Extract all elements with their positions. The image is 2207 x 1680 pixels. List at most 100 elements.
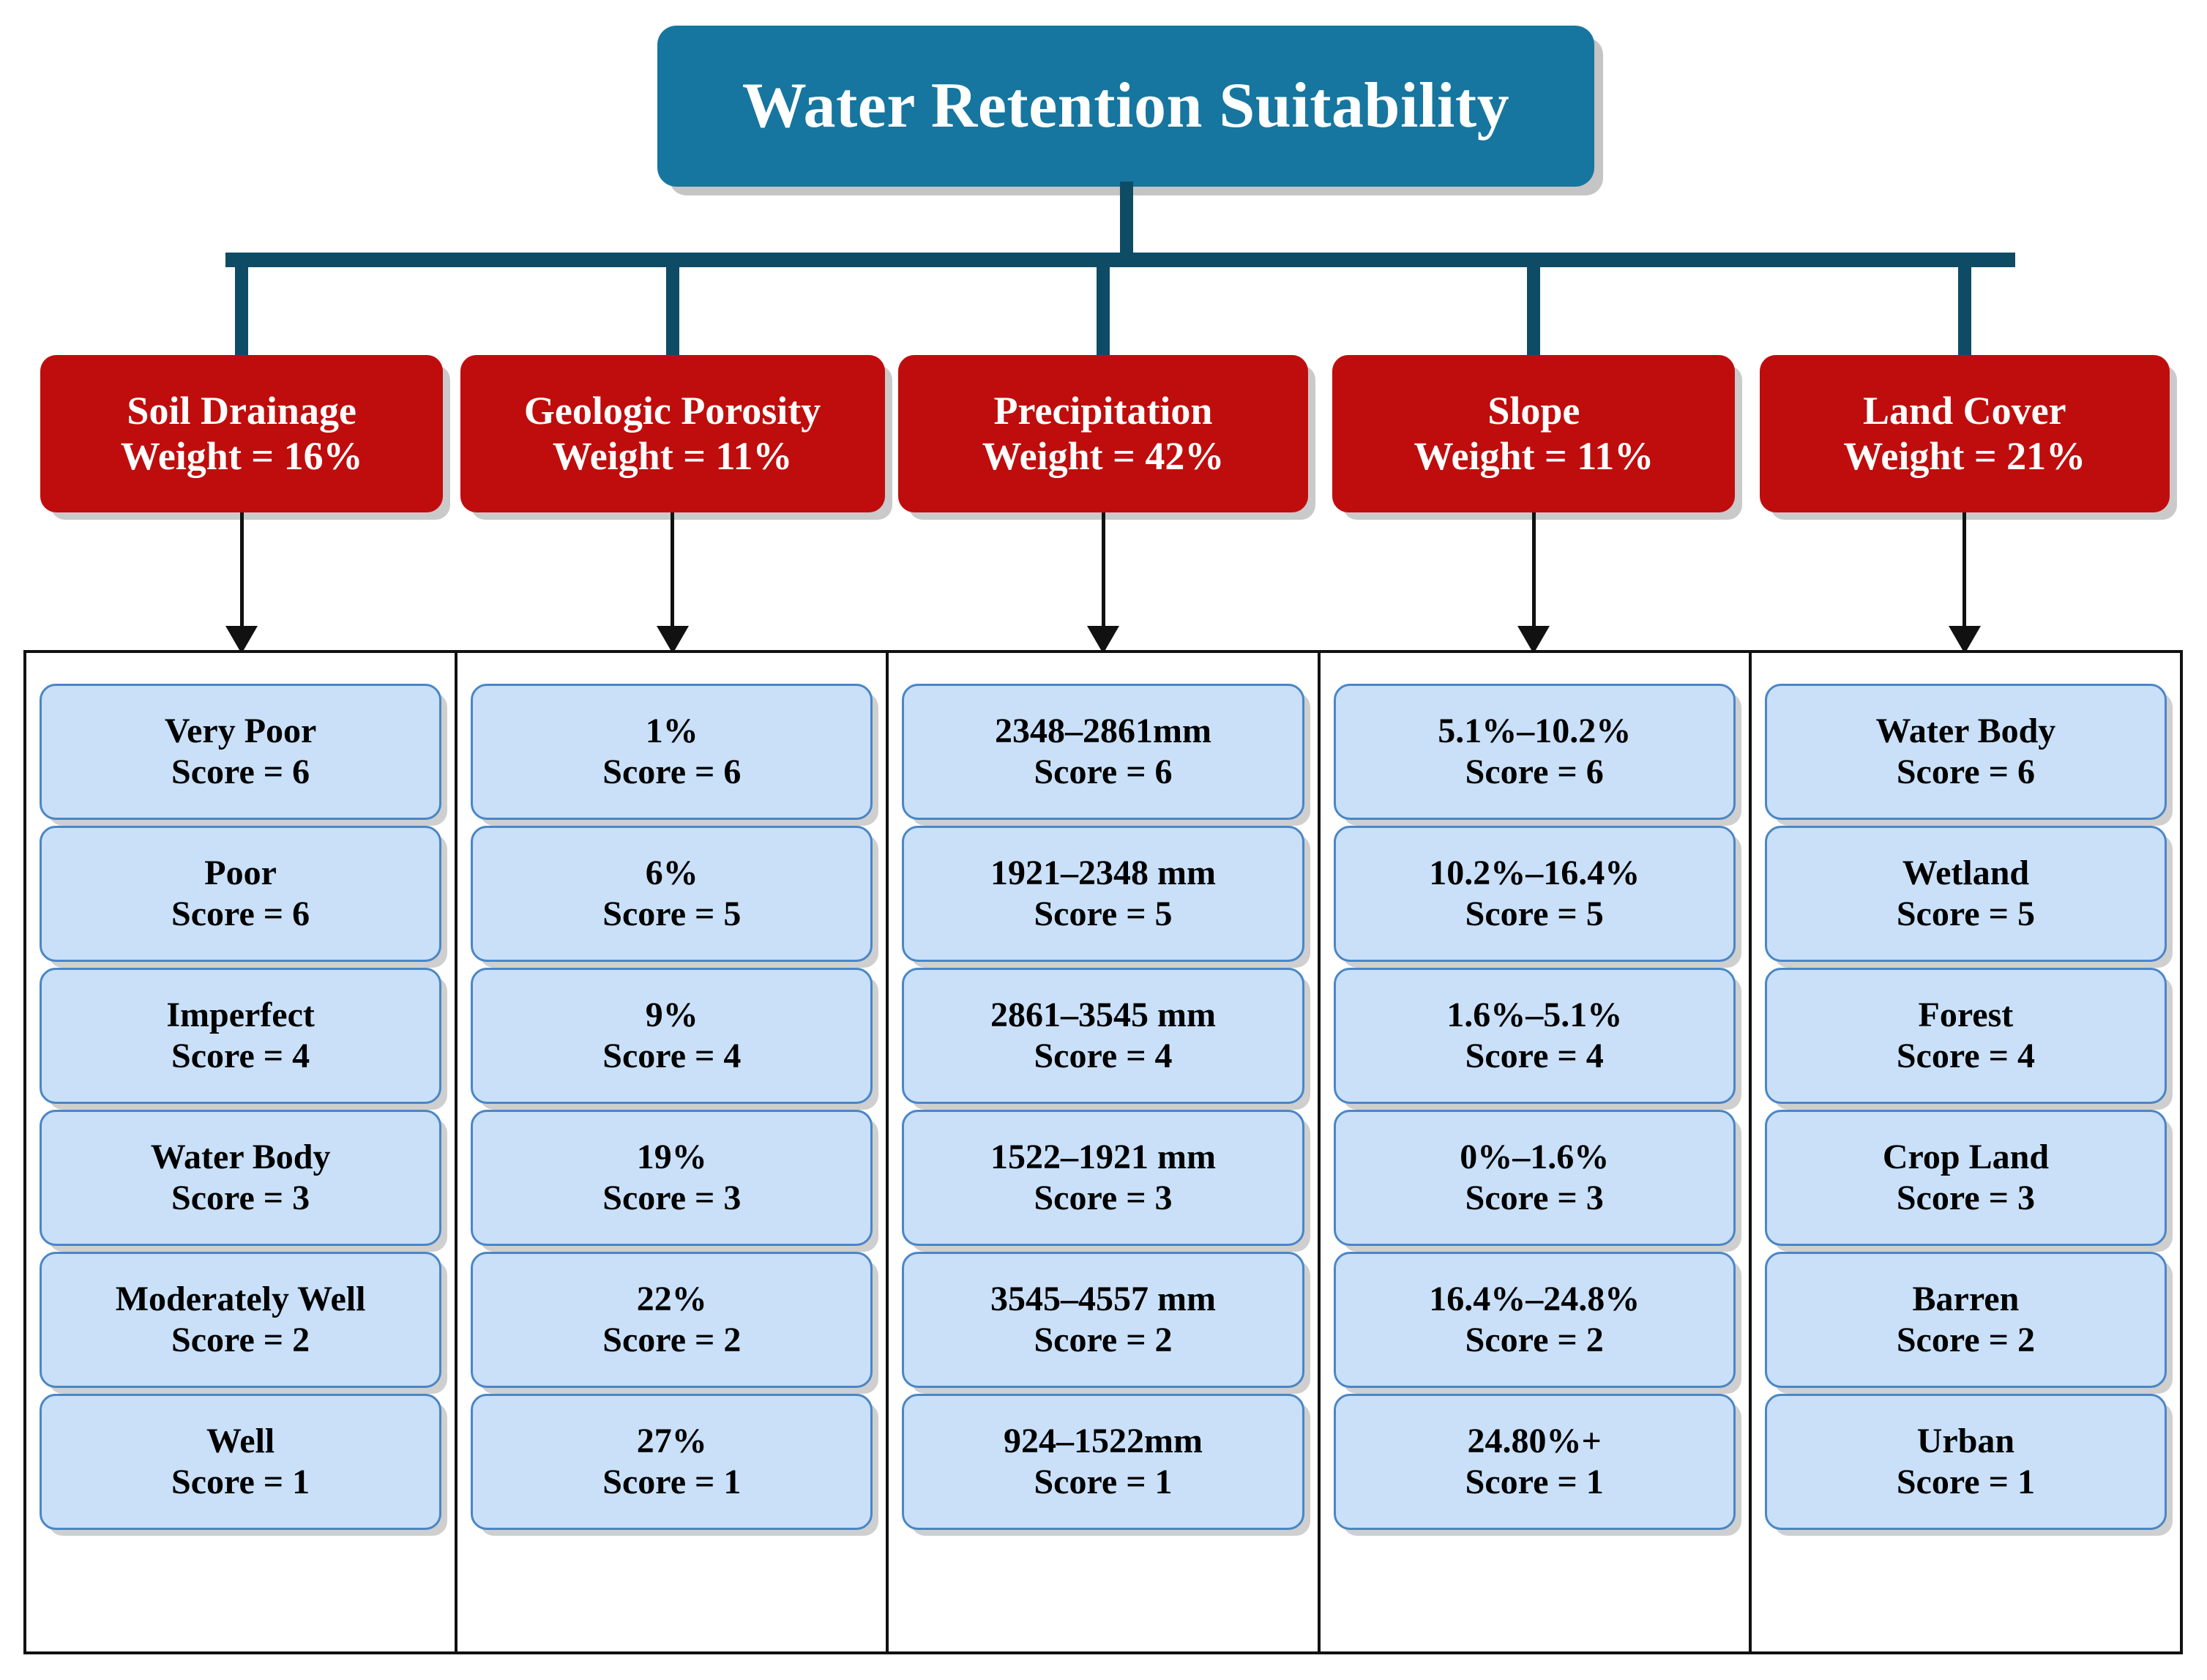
class-score: Score = 3 [1034,1179,1173,1217]
arrow-head-5 [1948,626,1981,654]
class-score: Score = 2 [1465,1321,1604,1359]
class-score: Score = 5 [1465,895,1604,933]
class-label: 2861–3545 mm [990,996,1216,1035]
class-label: Crop Land [1882,1138,2050,1177]
class-label: Water Body [150,1138,331,1177]
criterion-weight: Weight = 42% [982,433,1225,478]
class-score: Score = 4 [1034,1037,1173,1075]
class-box[interactable]: 27%Score = 1 [471,1394,873,1530]
class-label: Well [206,1422,275,1461]
class-box[interactable]: 19%Score = 3 [471,1110,873,1246]
class-score: Score = 2 [1034,1321,1173,1359]
arrow-shaft-2 [671,512,675,633]
class-score: Score = 5 [602,895,742,933]
connector-drop-4 [1527,264,1541,359]
class-label: Moderately Well [115,1280,366,1319]
class-label: 924–1522mm [1004,1422,1203,1461]
class-score: Score = 2 [602,1321,742,1359]
class-label: 22% [636,1280,707,1319]
class-label: Imperfect [166,996,315,1035]
class-box[interactable]: 24.80%+Score = 1 [1333,1394,1736,1530]
connector-drop-2 [665,264,679,359]
arrow-shaft-3 [1101,512,1105,633]
criterion-weight: Weight = 11% [1414,433,1654,478]
class-label: 1% [645,712,698,751]
criterion-weight: Weight = 11% [552,433,793,478]
arrow-head-2 [656,626,689,654]
criterion-name: Land Cover [1863,388,2066,433]
class-score: Score = 2 [171,1321,310,1359]
class-box[interactable]: 6%Score = 5 [471,826,873,962]
class-box[interactable]: 0%–1.6%Score = 3 [1333,1110,1736,1246]
class-score: Score = 3 [171,1179,310,1217]
criterion-name: Precipitation [993,388,1213,433]
class-box[interactable]: 5.1%–10.2%Score = 6 [1333,684,1736,820]
class-score: Score = 1 [1896,1463,2035,1501]
class-score: Score = 4 [602,1037,742,1075]
class-box[interactable]: 1.6%–5.1%Score = 4 [1333,968,1736,1104]
class-score: Score = 1 [171,1463,310,1501]
class-label: 16.4%–24.8% [1429,1280,1640,1319]
class-score: Score = 5 [1034,895,1173,933]
class-score: Score = 4 [171,1037,310,1075]
connector-root-stem [1120,182,1133,262]
class-label: Urban [1916,1422,2015,1461]
criterion-weight: Weight = 16% [120,433,363,478]
arrow-shaft-4 [1531,512,1536,633]
arrow-head-4 [1517,626,1550,654]
class-box[interactable]: 9%Score = 4 [471,968,873,1104]
class-score: Score = 6 [171,895,310,933]
class-label: 3545–4557 mm [990,1280,1216,1319]
class-score: Score = 6 [1465,753,1604,791]
class-score: Score = 2 [1896,1321,2035,1359]
class-label: 2348–2861mm [995,712,1211,751]
class-label: 1522–1921 mm [990,1138,1216,1177]
class-score: Score = 3 [1465,1179,1604,1217]
class-score: Score = 1 [1465,1463,1604,1501]
class-score: Score = 1 [1034,1463,1173,1501]
class-box[interactable]: 16.4%–24.8%Score = 2 [1333,1252,1736,1388]
class-score: Score = 1 [602,1463,742,1501]
class-label: 27% [636,1422,707,1461]
class-box[interactable]: 1%Score = 6 [471,684,873,820]
class-label: 5.1%–10.2% [1438,712,1632,751]
class-label: 6% [645,854,698,893]
class-score: Score = 4 [1465,1037,1604,1075]
criterion-name: Slope [1487,388,1580,433]
arrow-head-1 [225,626,258,654]
class-label: 19% [636,1138,707,1177]
class-score: Score = 6 [1896,753,2035,791]
criterion-weight: Weight = 21% [1843,433,2086,478]
class-box[interactable]: 10.2%–16.4%Score = 5 [1333,826,1736,962]
root-node-water-retention-suitability[interactable]: Water Retention Suitability [657,26,1594,187]
class-box[interactable]: 22%Score = 2 [471,1252,873,1388]
connector-drop-3 [1097,264,1110,359]
class-score: Score = 6 [1034,753,1173,791]
class-label: 10.2%–16.4% [1429,854,1640,893]
